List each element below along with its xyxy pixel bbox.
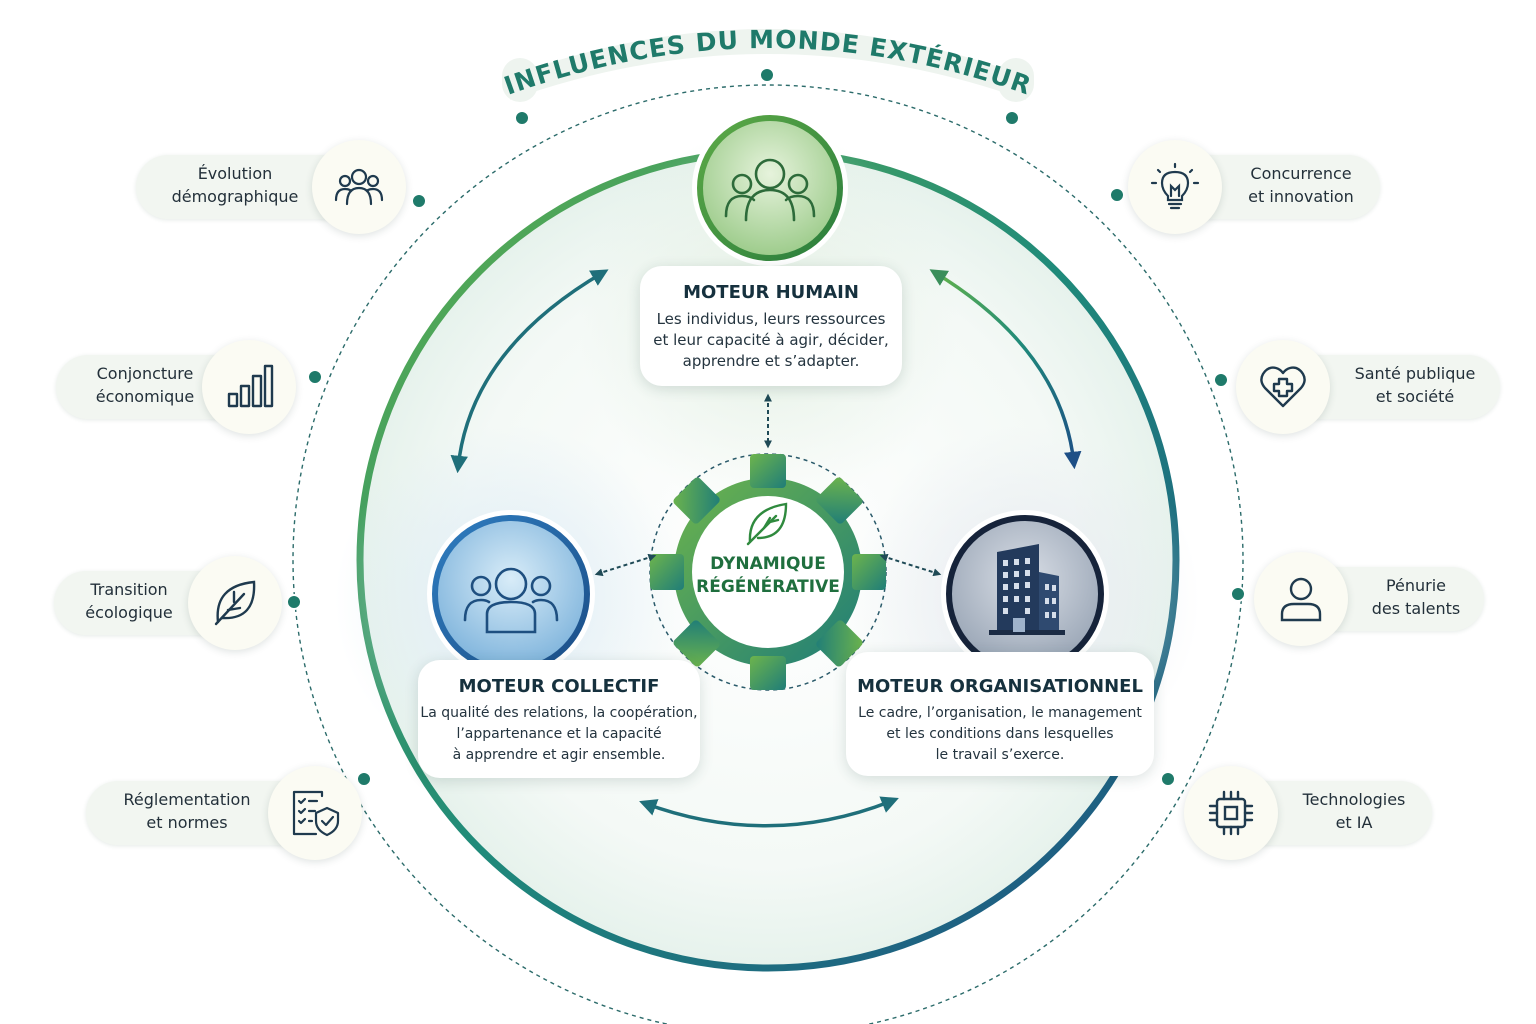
title-banner-left-cap	[502, 58, 538, 102]
human-engine-line: Les individus, leurs ressources	[656, 310, 886, 328]
bar-chart-icon	[202, 340, 296, 434]
title-banner	[510, 29, 1026, 100]
ring-dot	[356, 771, 372, 787]
chip-icon	[1184, 766, 1278, 860]
group-icon	[463, 567, 559, 634]
organizational-engine-description: Le cadre, l’organisation, le management …	[846, 703, 1154, 766]
collective-engine-description: La qualité des relations, la coopération…	[418, 703, 700, 766]
human-engine-card: MOTEUR HUMAIN Les individus, leurs resso…	[640, 266, 902, 386]
organizational-engine-title: MOTEUR ORGANISATIONNEL	[857, 676, 1143, 697]
organizational-engine-line: Le cadre, l’organisation, le management	[858, 705, 1142, 721]
center-line-2: RÉGÉNÉRATIVE	[696, 575, 840, 597]
organizational-engine-card: MOTEUR ORGANISATIONNEL Le cadre, l’organ…	[846, 652, 1154, 776]
arrow-human-organizational	[929, 269, 1082, 470]
title-banner-right-cap	[998, 58, 1034, 102]
diagram-title: INFLUENCES DU MONDE EXTÉRIEUR	[500, 25, 1035, 101]
lightbulb-icon	[1128, 140, 1222, 234]
ring-dot	[1109, 187, 1125, 203]
collective-engine-line: à apprendre et agir ensemble.	[452, 747, 666, 763]
human-engine-title: MOTEUR HUMAIN	[683, 282, 859, 303]
building-icon	[989, 544, 1065, 635]
people-icon	[312, 140, 406, 234]
checklist-shield-icon	[268, 766, 362, 860]
ring-dot	[286, 594, 302, 610]
ring-dot	[759, 67, 775, 83]
ring-dot	[1230, 586, 1246, 602]
outer-dashed-ring	[292, 84, 1244, 1024]
ring-dot	[1213, 372, 1229, 388]
organizational-engine-line: le travail s’exerce.	[935, 747, 1065, 763]
arrow-gear-collective	[594, 553, 657, 577]
collective-engine-card: MOTEUR COLLECTIF La qualité des relation…	[418, 660, 700, 778]
collective-engine-title: MOTEUR COLLECTIF	[458, 676, 660, 697]
human-engine-description: Les individus, leurs ressources et leur …	[640, 309, 902, 372]
heart-cross-icon	[1236, 340, 1330, 434]
collective-engine-line: l’appartenance et la capacité	[456, 726, 662, 742]
leaf-icon	[188, 556, 282, 650]
organizational-engine-line: et les conditions dans lesquelles	[886, 726, 1114, 742]
ring-dot	[514, 110, 530, 126]
human-engine-line: et leur capacité à agir, décider,	[653, 331, 889, 349]
arrow-gear-organizational	[879, 553, 942, 577]
ring-dot	[1160, 771, 1176, 787]
people-icon	[724, 158, 816, 222]
collective-engine-ball	[432, 515, 590, 673]
collective-engine-line: La qualité des relations, la coopération…	[420, 705, 698, 721]
regenerative-gear	[650, 454, 886, 690]
ring-dot	[1004, 110, 1020, 126]
arrow-collective-organizational	[639, 796, 899, 828]
leaf-icon	[746, 502, 788, 546]
human-engine-line: apprendre et s’adapter.	[682, 352, 860, 370]
person-icon	[1254, 552, 1348, 646]
center-line-1: DYNAMIQUE	[710, 554, 826, 574]
ring-dot	[411, 193, 427, 209]
arrow-human-collective	[450, 269, 609, 474]
ring-dot	[307, 369, 323, 385]
